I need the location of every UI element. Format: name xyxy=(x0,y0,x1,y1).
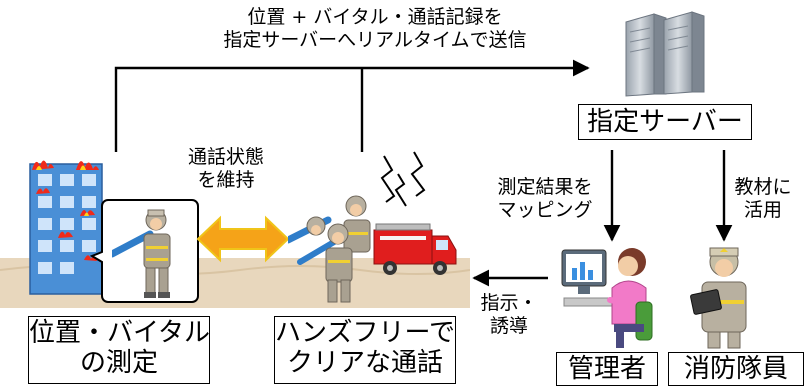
handsfree-box-line-2: クリアな通話 xyxy=(286,347,443,378)
manager-at-computer-icon xyxy=(561,248,653,348)
instruct-caption-line-2: 誘導 xyxy=(489,314,528,337)
server-icon xyxy=(625,11,705,97)
firefighter-with-hose-icon xyxy=(112,209,171,298)
material-caption-line-1: 教材に xyxy=(734,176,792,198)
top-caption: 位置 + バイタル・通話記録を 指定サーバーへリアルタイムで送信 xyxy=(160,6,590,52)
material-caption: 教材に 活用 xyxy=(728,176,798,222)
material-caption-line-2: 活用 xyxy=(743,198,782,221)
talk-caption-line-2: を維持 xyxy=(197,168,255,191)
top-caption-line-1: 位置 + バイタル・通話記録を xyxy=(247,6,503,28)
firefighter-team-icon xyxy=(288,195,371,303)
talk-caption: 通話状態 を維持 xyxy=(176,146,276,192)
handsfree-box: ハンズフリーで クリアな通話 xyxy=(274,316,456,384)
top-caption-line-2: 指定サーバーへリアルタイムで送信 xyxy=(223,28,527,51)
talk-caption-line-1: 通話状態 xyxy=(187,146,264,168)
fire-truck-icon xyxy=(373,223,457,275)
siren-zigzag-icon xyxy=(380,151,426,207)
firefighter-label: 消防隊員 xyxy=(668,352,804,386)
measure-caption: 測定結果を マッピング xyxy=(486,176,604,222)
bidirectional-arrow xyxy=(196,215,290,263)
handsfree-box-line-1: ハンズフリーで xyxy=(275,318,455,348)
send-to-server-arrow xyxy=(114,59,590,152)
measurement-box-line-2: の測定 xyxy=(79,347,158,378)
measurement-box: 位置・バイタル の測定 xyxy=(28,316,210,384)
firefighter-tablet-icon xyxy=(690,247,747,349)
server-label: 指定サーバー xyxy=(578,104,752,140)
manager-label: 管理者 xyxy=(556,352,658,386)
instruct-caption-line-1: 指示・ xyxy=(480,292,538,314)
measure-caption-line-1: 測定結果を xyxy=(497,176,593,198)
instruct-caption: 指示・ 誘導 xyxy=(474,292,544,338)
measure-caption-line-2: マッピング xyxy=(497,198,593,221)
measurement-box-line-1: 位置・バイタル xyxy=(29,318,210,348)
